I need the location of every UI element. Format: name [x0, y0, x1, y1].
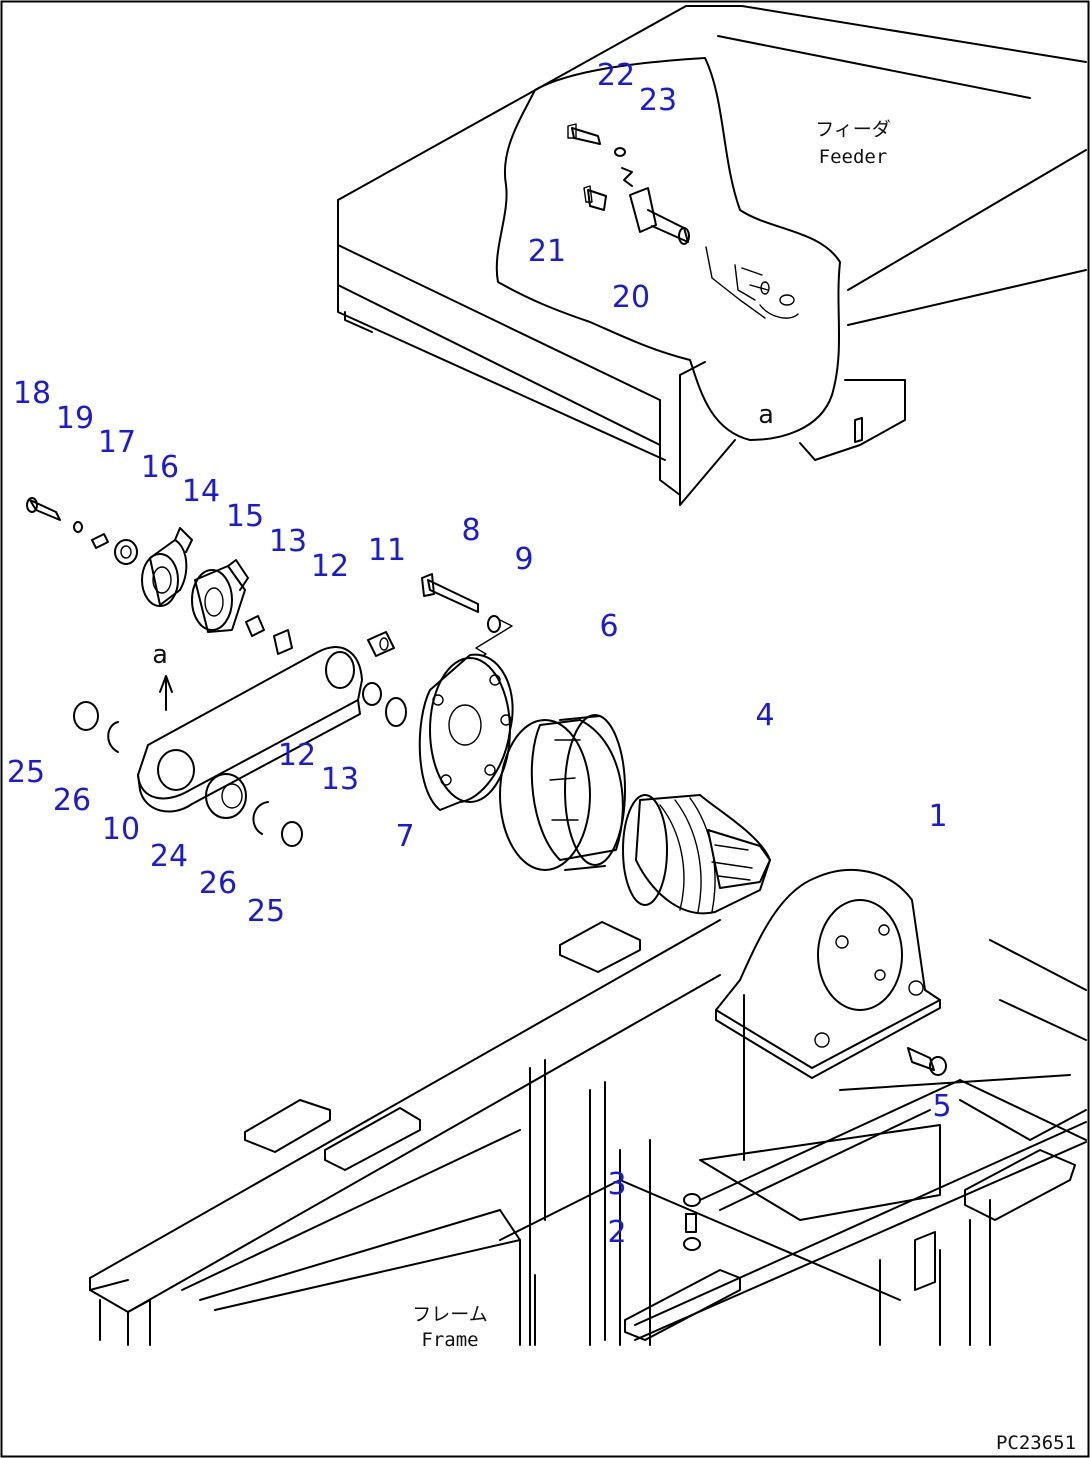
callout-19: 19 — [55, 401, 95, 436]
motor-bracket — [715, 868, 941, 1161]
callout-21: 21 — [527, 234, 567, 269]
callout-11: 11 — [367, 533, 407, 568]
frame-label-jp: フレーム — [412, 1303, 488, 1326]
callout-23: 23 — [638, 83, 678, 118]
flange-plate — [418, 653, 514, 811]
feeder-housing — [337, 5, 1087, 506]
feeder-label-jp: フィーダ — [815, 118, 891, 141]
callout-26-right: 26 — [198, 866, 238, 901]
view-label-lower: a — [152, 640, 168, 670]
shaft-end-parts — [26, 497, 395, 657]
callout-26-left: 26 — [52, 783, 92, 818]
frame-label-en: Frame — [421, 1329, 479, 1351]
feeder-label-en: Feeder — [818, 146, 888, 168]
callout-10: 10 — [101, 812, 141, 847]
callout-22: 22 — [596, 58, 636, 93]
view-label-upper: a — [758, 400, 774, 430]
bearing-parts — [73, 682, 407, 847]
lever-arm — [137, 646, 363, 813]
callout-24: 24 — [149, 839, 189, 874]
callout-17: 17 — [97, 425, 137, 460]
frame — [89, 919, 1087, 1346]
callout-4: 4 — [755, 698, 775, 733]
drawing-id: PC23651 — [995, 1432, 1077, 1454]
callout-13-lower: 13 — [320, 762, 360, 797]
callout-16: 16 — [140, 450, 180, 485]
callout-7: 7 — [395, 819, 415, 854]
drum — [499, 714, 626, 871]
callout-6: 6 — [599, 609, 619, 644]
callout-18: 18 — [12, 376, 52, 411]
callout-2: 2 — [607, 1215, 627, 1250]
callout-12-lower: 12 — [277, 738, 317, 773]
callout-1: 1 — [928, 799, 948, 834]
bolt-and-washer — [421, 573, 513, 669]
feeder-pin-assembly — [567, 123, 690, 245]
callout-15: 15 — [225, 499, 265, 534]
callout-13-upper: 13 — [268, 524, 308, 559]
callout-25-right: 25 — [246, 894, 286, 929]
drive-motor — [622, 794, 771, 915]
callout-5: 5 — [932, 1089, 952, 1124]
callout-12-upper: 12 — [310, 549, 350, 584]
callout-14: 14 — [181, 474, 221, 509]
callout-9: 9 — [514, 542, 534, 577]
callout-3: 3 — [607, 1167, 627, 1202]
callout-20: 20 — [611, 280, 651, 315]
callout-8: 8 — [461, 513, 481, 548]
callout-25-left: 25 — [6, 755, 46, 790]
